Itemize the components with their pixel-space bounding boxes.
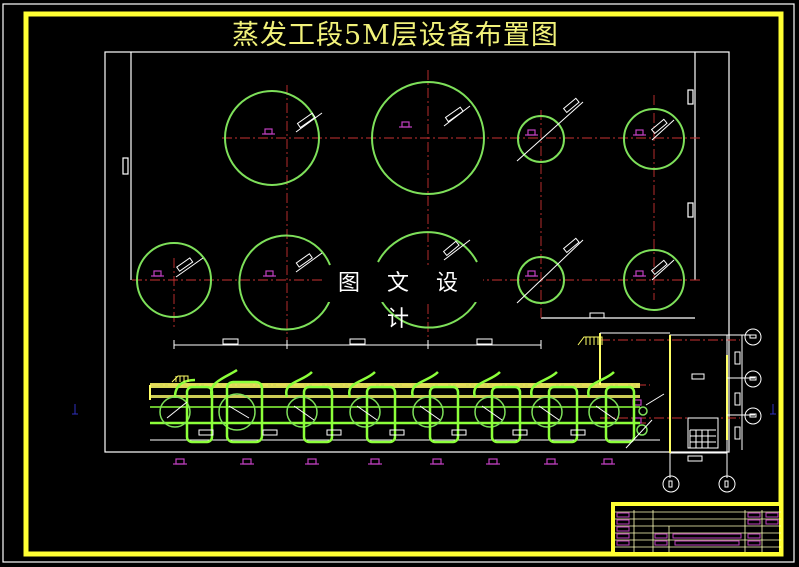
evaporator-unit[interactable]: [159, 378, 214, 444]
grid-bubble[interactable]: [718, 475, 736, 493]
axis-grid-lines: [132, 70, 740, 424]
evaporator-unit[interactable]: [586, 371, 636, 444]
vessel-circle[interactable]: [623, 249, 685, 311]
evaporator-unit[interactable]: [284, 371, 334, 444]
vessel-circle[interactable]: [517, 115, 565, 163]
title-block: [611, 502, 783, 556]
lower-vessels: [136, 231, 685, 331]
vessel-circle[interactable]: [377, 231, 478, 263]
grid-bubble[interactable]: [744, 370, 762, 388]
vessel-circle[interactable]: [238, 234, 331, 331]
vessel-circle[interactable]: [623, 108, 685, 170]
drawing-title: 蒸发工段5M层设备布置图: [232, 20, 559, 51]
evaporator-unit[interactable]: [472, 371, 522, 444]
small-instruments: [625, 393, 665, 449]
stairs: [171, 336, 603, 383]
drawing-frame: [23, 11, 784, 557]
equipment-tags: [151, 121, 646, 465]
grid-markers: [662, 328, 762, 493]
vessel-circle[interactable]: [224, 90, 320, 186]
evaporator-unit[interactable]: [209, 368, 264, 444]
pipe-labels: [198, 429, 586, 436]
evaporator-unit[interactable]: [410, 371, 460, 444]
grid-bubble[interactable]: [744, 328, 762, 346]
vessel-circle[interactable]: [371, 81, 485, 195]
vessel-circle[interactable]: [136, 242, 212, 318]
evaporator-unit[interactable]: [529, 371, 579, 444]
vessel-circle[interactable]: [517, 256, 565, 304]
dimension-line: [173, 312, 605, 349]
evaporator-unit[interactable]: [347, 371, 397, 444]
upper-vessels: [224, 81, 685, 195]
elevation-markers: [72, 404, 776, 415]
grid-bubble[interactable]: [744, 407, 762, 425]
outer-border: [2, 3, 795, 563]
vessel-circle[interactable]: [381, 301, 477, 329]
control-room: [669, 334, 755, 478]
grid-bubble[interactable]: [662, 475, 680, 493]
watermark: 图 文 设 计: [323, 266, 483, 332]
vessel-nozzles: [175, 97, 675, 304]
evaporator-units: [159, 368, 636, 444]
